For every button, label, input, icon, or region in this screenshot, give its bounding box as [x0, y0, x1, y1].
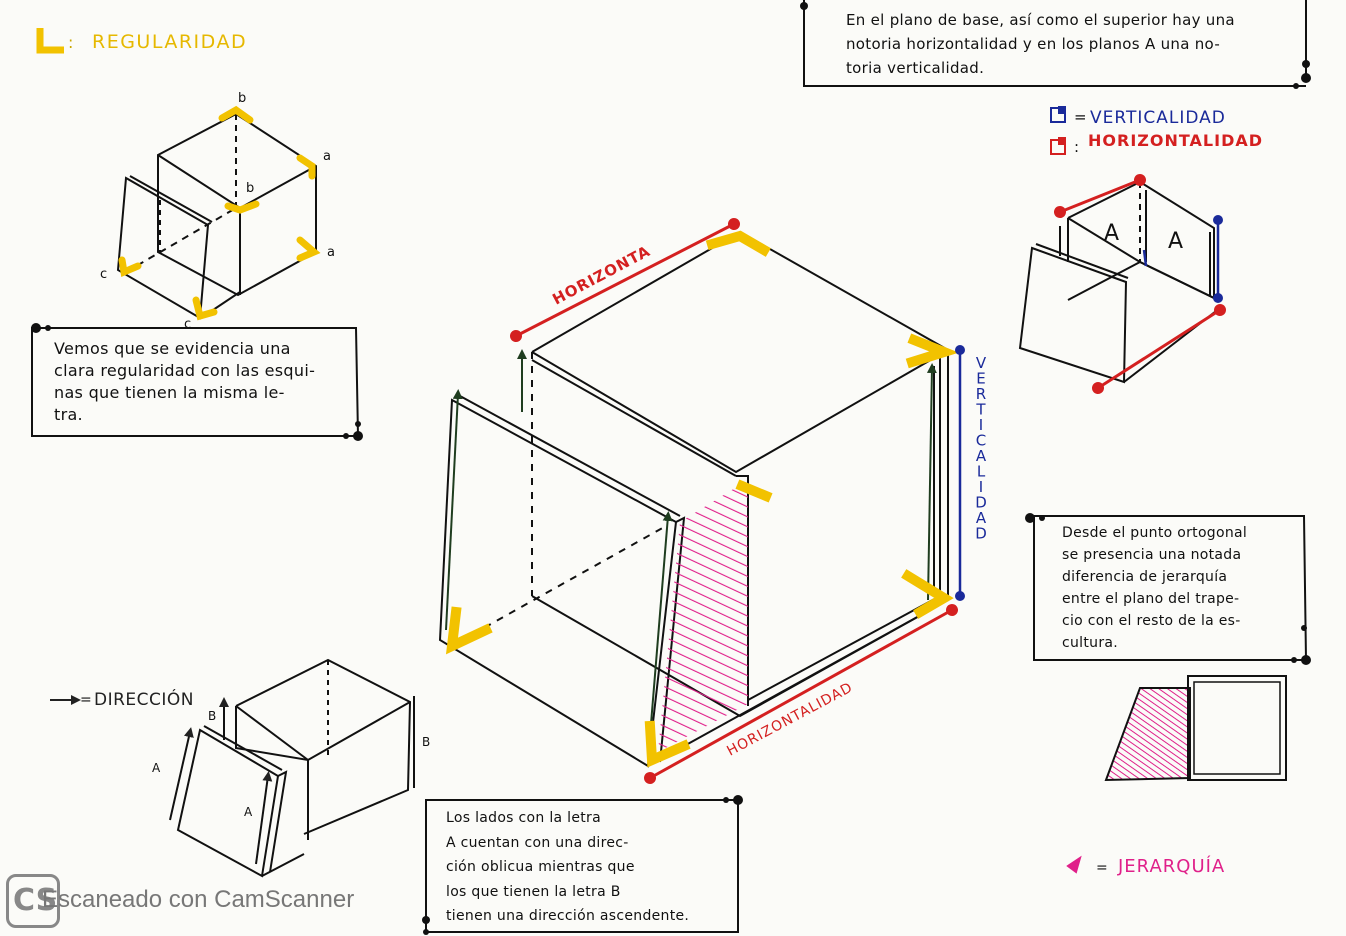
legend-horizontalidad-label: HORIZONTALIDAD [1088, 131, 1263, 150]
note-box-hierarchy [1025, 513, 1311, 665]
legend-regularidad: : REGULARIDAD [36, 28, 247, 54]
jerarquia-icon [1066, 855, 1082, 874]
note-box-top-right [800, 0, 1311, 89]
svg-text:A: A [152, 761, 161, 775]
svg-text:a: a [327, 245, 335, 260]
svg-text:VERTICALIDAD: VERTICALIDAD [975, 354, 987, 543]
main-measure-lines [510, 218, 965, 784]
legend-direccion-label: DIRECCIÓN [94, 688, 194, 710]
svg-text:B: B [208, 709, 216, 723]
svg-text:c: c [184, 317, 191, 332]
svg-text:B: B [422, 735, 430, 749]
legend-jerarquia-label: JERARQUÍA [1117, 855, 1225, 877]
legend-regularidad-label: REGULARIDAD [92, 31, 247, 53]
svg-text:A: A [1104, 221, 1119, 246]
legend-jerarquia: = JERARQUÍA [1066, 855, 1225, 877]
vertical-horizontal-marks [1054, 174, 1226, 394]
svg-text:c: c [100, 267, 107, 282]
note-direction: Los lados con la letra A cuentan con una… [446, 810, 690, 924]
legend-sep: : [68, 33, 73, 52]
svg-text:b: b [246, 181, 254, 196]
camscanner-watermark: CS Escaneado con CamScanner [6, 874, 406, 932]
direction-arrows [169, 696, 415, 865]
regularity-box-diagram [116, 112, 317, 320]
regularity-l-icon [36, 28, 64, 54]
svg-text:A: A [244, 805, 253, 819]
legend-direccion: = DIRECCIÓN [50, 688, 194, 710]
direction-letters: A A B B [152, 709, 430, 819]
svg-text:=: = [1096, 860, 1108, 876]
legend-vertical-horizontal: = VERTICALIDAD : HORIZONTALIDAD [1050, 106, 1263, 156]
note-top-right: En el plano de base, así como el superio… [846, 11, 1235, 77]
label-horizonta: HORIZONTA [549, 242, 653, 309]
regularity-corner-letters: b a b a c c [100, 91, 335, 332]
legend-sep: = [1074, 108, 1087, 126]
regularity-corner-markers [118, 105, 321, 321]
svg-text:a: a [323, 149, 331, 164]
vertical-horizontal-letters: A A [1104, 221, 1183, 254]
hierarchy-orthographic-diagram [1104, 675, 1287, 782]
hierarchy-hatch-main [658, 480, 748, 752]
camscanner-logo-icon: CS [6, 874, 60, 928]
note-regularity: Vemos que se evidencia una clara regular… [54, 339, 316, 424]
svg-text:b: b [238, 91, 246, 106]
note-hierarchy: Desde el punto ortogonal se presencia un… [1062, 525, 1248, 651]
vertical-horizontal-diagram [1018, 180, 1221, 384]
note-box-regularity [31, 323, 363, 441]
legend-verticalidad-label: VERTICALIDAD [1090, 108, 1226, 128]
svg-text:=: = [80, 692, 92, 708]
legend-sep: : [1074, 138, 1079, 156]
direction-box-diagram [176, 658, 412, 878]
svg-text:A: A [1168, 229, 1183, 254]
camscanner-text: Escaneado con CamScanner [42, 886, 355, 913]
note-box-direction [422, 795, 743, 935]
